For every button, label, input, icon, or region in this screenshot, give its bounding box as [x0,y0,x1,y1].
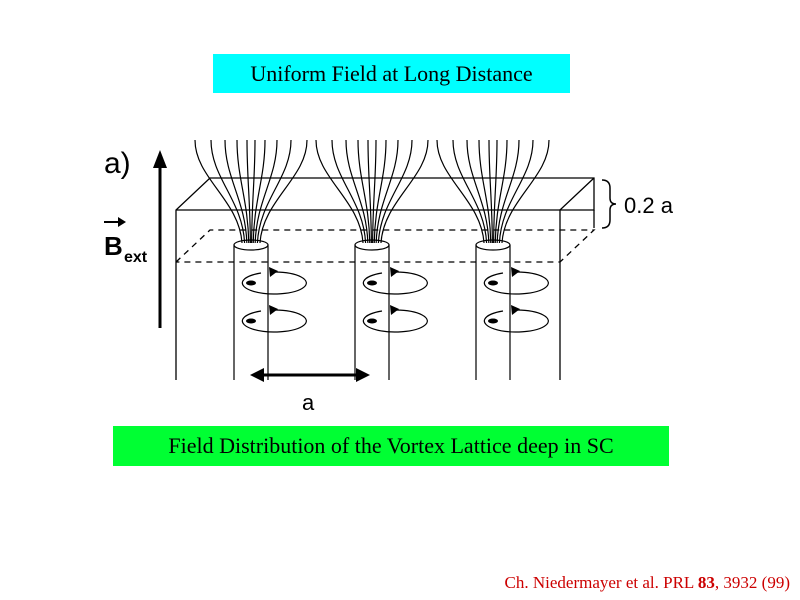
current-loop [362,309,428,333]
current-arrowhead [511,305,520,315]
citation-volume: 83 [697,573,715,592]
vortex-core-top [354,239,390,251]
field-label-main: B [104,231,123,261]
vortex-core-top [233,239,269,251]
current-loop [241,271,307,295]
field-line [452,139,488,244]
superconductor-slab [175,177,596,380]
field-line [246,139,251,244]
current-arrowhead [390,305,399,315]
panel-label: a) [104,147,131,180]
field-line [496,139,520,244]
field-line [252,139,266,244]
core-dot [488,318,498,324]
field-line [436,139,485,244]
field-arrow [153,150,167,328]
field-line [194,139,243,244]
field-label: B ext [104,217,148,266]
current-arrowhead [511,267,520,277]
field-line [466,139,490,244]
vortex-core-top [475,239,511,251]
field-line [357,139,371,244]
field-line [488,139,493,244]
field-line [478,139,492,244]
thickness-brace [601,179,617,229]
current-loop [362,271,428,295]
citation-suffix: , 3932 (99) [714,573,790,592]
core-dot [246,280,256,286]
current-loop [483,271,549,295]
vortex-1 [194,139,308,380]
field-line [494,139,508,244]
top-banner: Uniform Field at Long Distance [213,54,570,93]
top-banner-text: Uniform Field at Long Distance [250,60,533,86]
field-line [380,139,429,244]
field-line [251,139,256,244]
field-line [210,139,246,244]
field-line [377,139,413,244]
citation-prefix: Ch. Niedermayer et al. PRL [504,573,698,592]
thickness-label: 0.2 a [624,193,674,218]
field-label-sub: ext [124,249,148,266]
spacing-arrow [250,368,370,382]
citation: Ch. Niedermayer et al. PRL 83, 3932 (99) [505,573,790,593]
field-line [501,139,550,244]
vortex-3 [436,139,550,380]
field-line [345,139,369,244]
bottom-banner-text: Field Distribution of the Vortex Lattice… [168,433,614,458]
current-arrowhead [269,305,278,315]
field-line [375,139,399,244]
current-loop [241,309,307,333]
vortex-2 [315,139,429,380]
spacing-label: a [302,390,315,415]
field-line [493,139,498,244]
current-loop [483,309,549,333]
core-dot [246,318,256,324]
field-line [315,139,364,244]
field-line [236,139,250,244]
field-line [331,139,367,244]
field-line [367,139,372,244]
current-arrowhead [390,267,399,277]
core-dot [367,280,377,286]
field-line [254,139,278,244]
field-line [373,139,387,244]
bottom-banner: Field Distribution of the Vortex Lattice… [113,426,669,466]
field-line [256,139,292,244]
vortex-group [194,139,550,380]
core-dot [367,318,377,324]
field-line [224,139,248,244]
current-arrowhead [269,267,278,277]
field-line [498,139,534,244]
core-dot [488,280,498,286]
field-line [372,139,377,244]
field-line [259,139,308,244]
